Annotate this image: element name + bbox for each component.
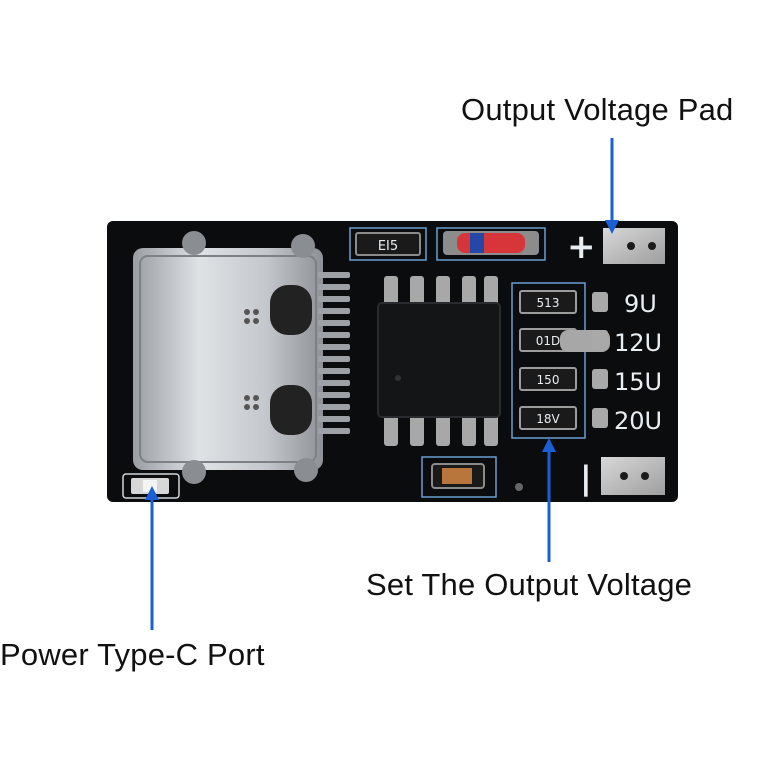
minus-sign: | [580,459,592,498]
resistor-12v-code: 01D [536,334,561,348]
output-pad-negative [601,457,665,495]
resistor-20v: 18V [519,406,577,430]
output-voltage-pad-label: Output Voltage Pad [461,92,734,127]
resistor-20v-code: 18V [536,412,560,426]
resistor-15v: 150 [519,367,577,391]
top-smd-component: EI5 [349,227,427,261]
voltage-label-20v: 20U [614,407,662,435]
selection-pads [592,292,608,428]
power-type-c-port-label: Power Type-C Port [0,637,265,672]
plus-sign: + [567,227,596,267]
voltage-label-12v: 12U [614,329,662,357]
usb-connector-pins [318,272,350,434]
diode-component [436,227,546,261]
arrow-set-voltage [542,438,556,562]
voltage-label-9v: 9U [624,290,657,318]
resistor-9v: 513 [519,290,577,314]
arrow-output-pad [605,138,619,234]
output-pad-positive [603,228,665,264]
set-output-voltage-label: Set The Output Voltage [366,567,693,602]
voltage-select-outline [511,282,586,439]
arrow-type-c-port [145,486,159,630]
bottom-capacitor [421,456,523,498]
voltage-label-15v: 15U [614,368,662,396]
top-component-code: EI5 [378,239,398,254]
ic-chip [377,276,501,446]
resistor-15v-code: 150 [537,373,560,387]
resistor-9v-code: 513 [537,296,560,310]
usb-type-c-connector [133,231,323,484]
